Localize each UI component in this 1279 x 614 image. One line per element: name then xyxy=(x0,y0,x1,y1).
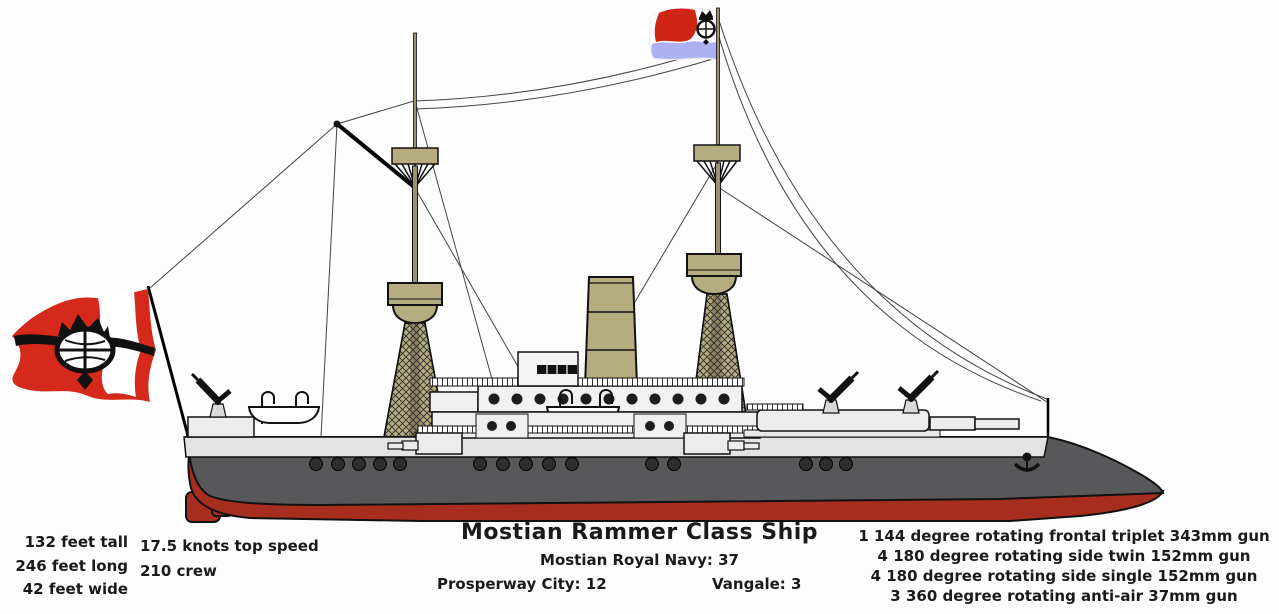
anchor-icon xyxy=(1013,452,1041,472)
bridge-cabin xyxy=(517,351,579,387)
anti-air-gun-stern xyxy=(190,372,232,418)
railing xyxy=(746,403,804,411)
spec-height: 132 feet tall xyxy=(24,533,128,551)
anti-air-gun-forward-2 xyxy=(897,369,940,414)
spec-length: 246 feet long xyxy=(15,556,128,575)
funnel xyxy=(583,276,639,387)
fleet-count-vangale: Vangale: 3 xyxy=(712,575,802,593)
spec-width: 42 feet wide xyxy=(22,580,128,598)
rigging-block xyxy=(333,120,341,128)
hull-portholes xyxy=(309,457,853,471)
gun-barrel xyxy=(727,440,745,451)
gun-barrel xyxy=(401,440,419,451)
railing xyxy=(417,425,769,434)
gun-barrel xyxy=(387,442,404,450)
fleet-count-royal-navy: Mostian Royal Navy: 37 xyxy=(540,551,739,569)
side-gun-casemate-aft xyxy=(387,432,463,455)
armament-line: 3 360 degree rotating anti-air 37mm gun xyxy=(890,587,1238,605)
lifeboat-aft xyxy=(247,391,321,424)
armament-line: 4 180 degree rotating side single 152mm … xyxy=(870,567,1258,585)
armament-list: 1 144 degree rotating frontal triplet 34… xyxy=(852,526,1276,606)
spec-performance: 17.5 knots top speed 210 crew xyxy=(140,534,319,584)
mainmast xyxy=(686,7,748,421)
gun-barrel xyxy=(743,442,760,450)
railing xyxy=(429,377,745,387)
frontal-main-gun-barrel xyxy=(929,416,1020,431)
main-deck-strip xyxy=(183,436,1049,458)
foremast xyxy=(383,32,447,438)
page-title: Mostian Rammer Class Ship xyxy=(460,520,819,545)
side-gun-casemate-forward xyxy=(683,432,760,455)
fleet-count-prosperway-city: Prosperway City: 12 xyxy=(437,575,607,593)
forecastle-platform xyxy=(743,403,941,438)
spec-crew: 210 crew xyxy=(140,562,217,580)
stern-ensign-flag xyxy=(12,289,156,402)
spec-speed: 17.5 knots top speed xyxy=(140,537,319,555)
armament-line: 1 144 degree rotating frontal triplet 34… xyxy=(858,527,1270,545)
crown-crest-icon xyxy=(696,10,716,45)
stern-gun-platform xyxy=(187,416,255,438)
derrick-spar xyxy=(334,121,416,189)
anti-air-gun-forward-1 xyxy=(817,370,860,414)
spec-dimensions: 132 feet tall 246 feet long 42 feet wide xyxy=(10,531,128,602)
masthead-jack-flag xyxy=(649,8,718,61)
crown-crest-icon xyxy=(54,314,116,390)
armament-line: 4 180 degree rotating side twin 152mm gu… xyxy=(877,547,1251,565)
porthole-row-upper xyxy=(488,393,730,405)
